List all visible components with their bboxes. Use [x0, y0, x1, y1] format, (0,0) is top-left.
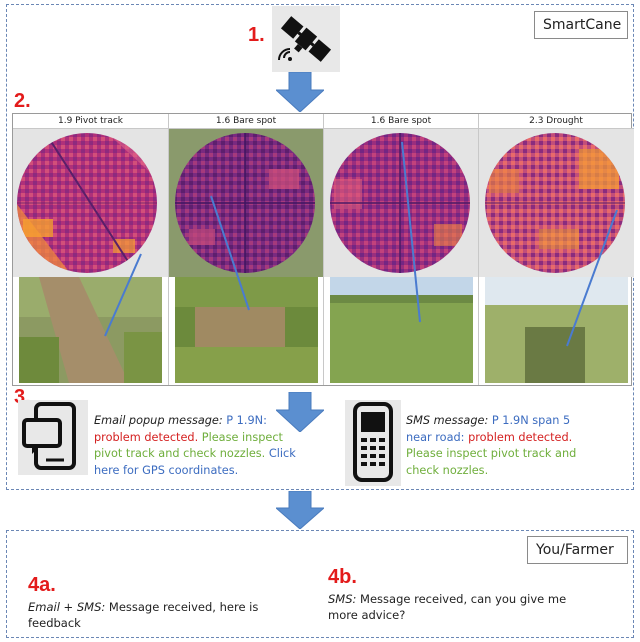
- panel-bare-spot-1: 1.6 Bare spot: [168, 114, 324, 385]
- cell-phone-icon: [345, 400, 401, 486]
- feedback-b-text: Message received, can you give me more a…: [328, 592, 567, 622]
- sms-alert: problem detected.: [464, 430, 573, 444]
- down-arrow-3: [274, 490, 326, 530]
- email-message: Email popup message: P 1.9N: problem det…: [94, 413, 296, 479]
- link-line: [104, 253, 142, 337]
- ndvi-heatmap: [13, 129, 168, 277]
- down-arrow-1: [274, 71, 326, 113]
- sms-action: Please inspect pivot track and check noz…: [406, 447, 577, 477]
- panel-title: 2.3 Drought: [479, 114, 633, 129]
- feedback-a-text: Message received, here is feedback: [28, 600, 259, 630]
- feedback-sms: SMS: Message received, can you give me m…: [328, 591, 598, 623]
- gps-link[interactable]: Click here for GPS coordinates.: [94, 447, 296, 477]
- sms-id: P 1.9N span 5 near road:: [406, 414, 571, 444]
- email-type-label: Email popup message:: [94, 414, 223, 427]
- mobile-app-icon: [18, 400, 88, 475]
- satellite-icon: [272, 6, 340, 72]
- panel-drought: 2.3 Drought: [478, 114, 634, 385]
- feedback-b-type: SMS:: [328, 592, 357, 606]
- step-4a-label: 4a.: [28, 574, 56, 596]
- link-line: [210, 195, 250, 311]
- down-arrow-2: [274, 391, 326, 433]
- panel-pivot-track: 1.9 Pivot track: [13, 114, 168, 385]
- field-photo: [330, 277, 473, 383]
- field-photo: [175, 277, 318, 383]
- sms-type-label: SMS message:: [406, 414, 489, 427]
- step-4b-label: 4b.: [328, 566, 357, 588]
- email-alert: problem detected.: [94, 430, 199, 444]
- field-photo: [485, 277, 628, 383]
- email-action: Please inspect pivot track and check noz…: [94, 430, 283, 461]
- smartcane-tag: SmartCane: [534, 11, 628, 39]
- ndvi-heatmap: [169, 129, 324, 277]
- farmer-region: [6, 530, 634, 638]
- ndvi-heatmap: [324, 129, 479, 277]
- detection-panels: 1.9 Pivot track: [12, 113, 634, 386]
- feedback-a-type: Email + SMS:: [28, 600, 106, 614]
- email-id: P 1.9N:: [222, 414, 267, 427]
- panel-title: 1.9 Pivot track: [13, 114, 168, 129]
- link-line: [401, 141, 421, 323]
- panel-title: 1.6 Bare spot: [169, 114, 323, 129]
- panel-title: 1.6 Bare spot: [324, 114, 478, 129]
- step-2-label: 2.: [14, 90, 31, 112]
- farmer-tag: You/Farmer: [527, 536, 628, 564]
- link-line: [566, 209, 618, 347]
- panel-bare-spot-2: 1.6 Bare spot: [323, 114, 479, 385]
- sms-message: SMS message: P 1.9N span 5 near road: pr…: [406, 413, 592, 479]
- step-1-label: 1.: [248, 24, 265, 46]
- feedback-email-sms: Email + SMS: Message received, here is f…: [28, 599, 288, 631]
- field-photo: [19, 277, 162, 383]
